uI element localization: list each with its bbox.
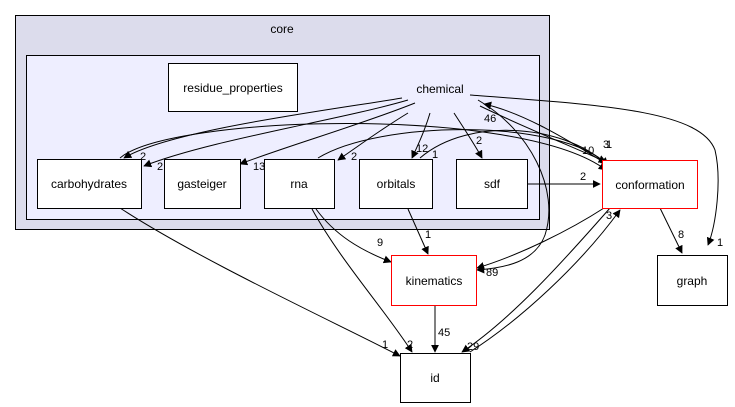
edge-chemical-sdf [453,112,483,159]
edge-chemical-carbohydrates-b [143,99,409,168]
edge-label: 9 [377,237,383,249]
node-kinematics[interactable]: kinematics [391,255,477,306]
edge-chemical-carbohydrates-a [123,97,403,159]
node-label: conformation [615,178,684,192]
edge-label: 3 [606,210,612,222]
edge-rna-kinematics [315,208,392,264]
node-label: residue_properties [183,81,282,95]
edge-label: 1 [717,237,723,249]
edge-label: 10 [582,145,594,157]
edge-id-conformation [469,209,621,353]
edge-conformation-id [461,207,611,353]
edge-rna-id [311,208,413,353]
edge-label: 2 [407,339,413,351]
node-conformation[interactable]: conformation [602,160,698,209]
node-label: graph [677,274,708,288]
node-label: id [430,371,439,385]
edge-labels: 2 2 13 2 12 2 46 1 3 10 1 2 8 1 1 9 89 4… [140,113,723,353]
edge-rna-conformation [317,129,609,166]
edge-label: 29 [467,341,479,353]
node-label: sdf [484,177,501,191]
edge-label: 89 [486,267,498,279]
edge-label: 1 [606,139,612,151]
edge-label: 2 [351,151,357,163]
node-gasteiger[interactable]: gasteiger [164,159,241,209]
edge-conformation-graph [659,207,683,254]
node-carbohydrates[interactable]: carbohydrates [37,159,142,209]
node-label: rna [290,177,308,191]
edge-chemical-gasteiger [239,102,416,166]
edge-label: 3 [603,139,609,151]
node-orbitals[interactable]: orbitals [359,159,433,209]
edge-carbohydrates-id [119,207,401,357]
edge-label: 2 [580,171,586,183]
node-rna[interactable]: rna [264,159,335,209]
cluster-chemical-label: chemical [416,82,463,96]
edge-carbohydrates-conformation [119,123,607,171]
node-sdf[interactable]: sdf [456,159,528,209]
cluster-core-label: core [270,22,294,36]
edge-label: 46 [484,113,496,125]
edge-label: 45 [438,327,450,339]
edge-label: 1 [432,149,438,161]
edge-label: 2 [476,135,482,147]
edge-chemical-graph [469,94,719,246]
edge-conformation-kinematics [476,207,605,270]
edge-label: 2 [140,151,146,163]
edge-label: 8 [678,229,684,241]
edges [119,94,719,357]
edge-chemical-orbitals [411,112,431,159]
node-label: gasteiger [177,177,226,191]
edge-orbitals-kinematics [407,208,429,255]
node-graph[interactable]: graph [657,255,728,306]
node-label: kinematics [406,274,463,288]
node-label: orbitals [377,177,416,191]
node-id[interactable]: id [400,353,471,403]
edge-label: 13 [253,161,265,173]
edge-conformation-chemical [483,101,601,161]
node-residue-properties[interactable]: residue_properties [168,63,298,112]
node-label: carbohydrates [51,177,127,191]
edge-orbitals-conformation [419,129,611,169]
edge-label: 1 [425,229,431,241]
edge-chemical-rna [337,112,409,161]
edge-chemical-kinematics [476,99,550,274]
edge-label: 12 [416,143,428,155]
edge-label: 1 [382,339,388,351]
edge-label: 2 [157,161,163,173]
